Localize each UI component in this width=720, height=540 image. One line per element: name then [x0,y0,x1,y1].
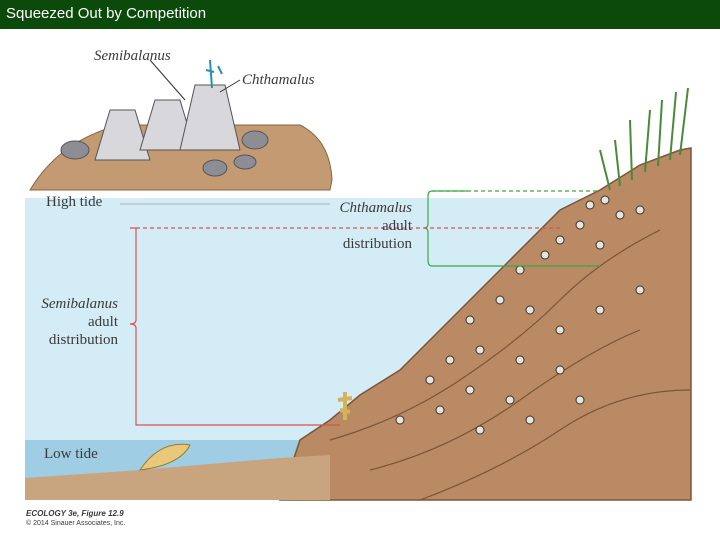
zonation-illustration [0,29,720,540]
title-bar: Squeezed Out by Competition [0,0,720,29]
chthamalus-label: Chthamalus [242,71,315,89]
semibalanus-distribution-label: Semibalanus adult distribution [18,295,118,349]
chthamalus-distribution-label: Chthamalus adult distribution [318,199,412,253]
semibalanus-label: Semibalanus [94,47,171,65]
semibalanus-leader-line [150,60,185,100]
cirri-icon [206,60,222,88]
figure-credit: ECOLOGY 3e, Figure 12.9 © 2014 Sinauer A… [26,509,125,528]
slide-title: Squeezed Out by Competition [6,5,206,22]
figure-reference: ECOLOGY 3e, Figure 12.9 [26,509,125,519]
figure-intertidal-zonation: Semibalanus Chthamalus High tide Low tid… [0,29,720,540]
low-tide-label: Low tide [44,445,98,463]
copyright-notice: © 2014 Sinauer Associates, Inc. [26,519,125,528]
high-tide-label: High tide [46,193,102,211]
